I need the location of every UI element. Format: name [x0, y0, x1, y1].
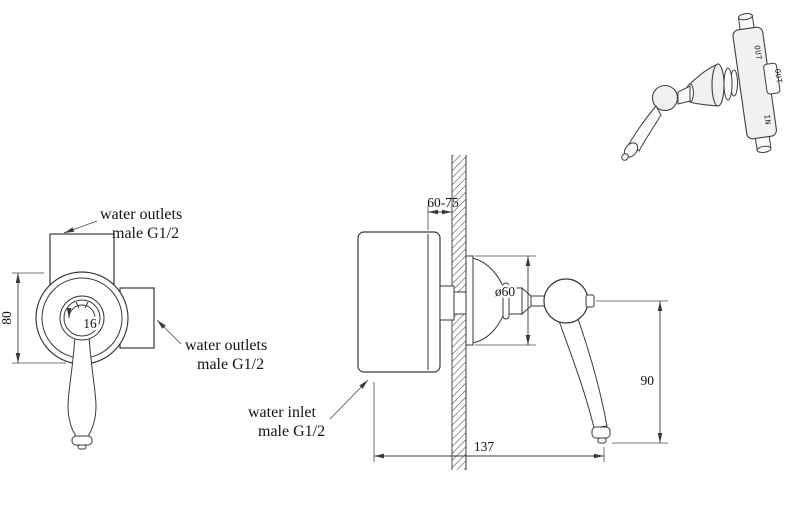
front-view: 16 80 water outlets male G1/2 water outl… [0, 206, 267, 450]
iso-bell-rim [711, 63, 725, 107]
handle-stem [530, 295, 546, 307]
iso-bottom-port-opening [756, 145, 772, 153]
label-water-outlets-top: water outlets male G1/2 [63, 206, 182, 242]
iso-view: OUT OUT IN [621, 13, 784, 161]
iso-top-port-opening [737, 13, 753, 21]
lever-handle-side [557, 312, 608, 429]
side-view: 60-75 ø60 90 137 water inlet male G1 [248, 155, 668, 470]
lever-end-cap-side [591, 426, 611, 439]
label-water-inlet: water inlet male G1/2 [248, 379, 369, 440]
port-label-in: IN [762, 114, 772, 125]
dim-hub: 16 [83, 316, 97, 331]
iso-handle-ball [651, 84, 679, 112]
label-water-outlets-right: water outlets male G1/2 [156, 319, 267, 373]
iso-valve-body-group: OUT OUT IN [732, 13, 784, 153]
neck-taper [521, 286, 532, 316]
leader-outlets-top [63, 220, 98, 234]
dim-wall-depth-text: 60-75 [427, 195, 459, 210]
iso-lever [628, 105, 662, 152]
bell-base-flange [465, 255, 474, 346]
iso-cartridge-disc-2 [723, 67, 733, 101]
iso-lever-tip [621, 153, 629, 161]
label-outlets-right-line1: water outlets [185, 337, 267, 354]
dimension-height-80: 80 [0, 272, 66, 364]
port-label-out-side: OUT [773, 68, 784, 84]
hub-rotation-arc [66, 304, 96, 319]
dim-total-depth-text: 137 [474, 439, 495, 454]
label-inlet-line2: male G1/2 [258, 423, 325, 440]
label-outlets-top-line1: water outlets [100, 206, 182, 223]
dimension-wall-depth: 60-75 [427, 195, 459, 230]
leader-outlets-right [156, 319, 182, 345]
lever-tip-side [597, 437, 607, 444]
handle-side [543, 278, 611, 444]
lever-end-cap-front [71, 435, 93, 446]
dim-plate-diameter-text: ø60 [495, 284, 516, 299]
iso-side-port [763, 62, 781, 95]
iso-handle-assembly [621, 63, 738, 161]
dimension-handle-length: 90 [596, 300, 668, 444]
iso-stem [677, 85, 691, 105]
dimension-plate-diameter: ø60 [475, 255, 536, 346]
port-label-out-top: OUT [753, 45, 764, 61]
ball-cap [585, 294, 595, 308]
handle-ball [543, 278, 589, 324]
hub-tick-marks [75, 301, 89, 309]
trim-bell [465, 255, 546, 346]
dim-handle-length-text: 90 [641, 373, 655, 388]
label-inlet-line1: water inlet [248, 404, 317, 421]
leader-water-inlet [329, 379, 369, 420]
lever-tip-front [77, 444, 87, 450]
dim-height-text: 80 [0, 311, 14, 325]
cartridge-collar [439, 285, 455, 321]
bell-cone [472, 257, 504, 344]
label-outlets-top-line2: male G1/2 [112, 225, 179, 242]
label-outlets-right-line2: male G1/2 [197, 356, 264, 373]
dimension-total-depth: 137 [373, 382, 605, 462]
